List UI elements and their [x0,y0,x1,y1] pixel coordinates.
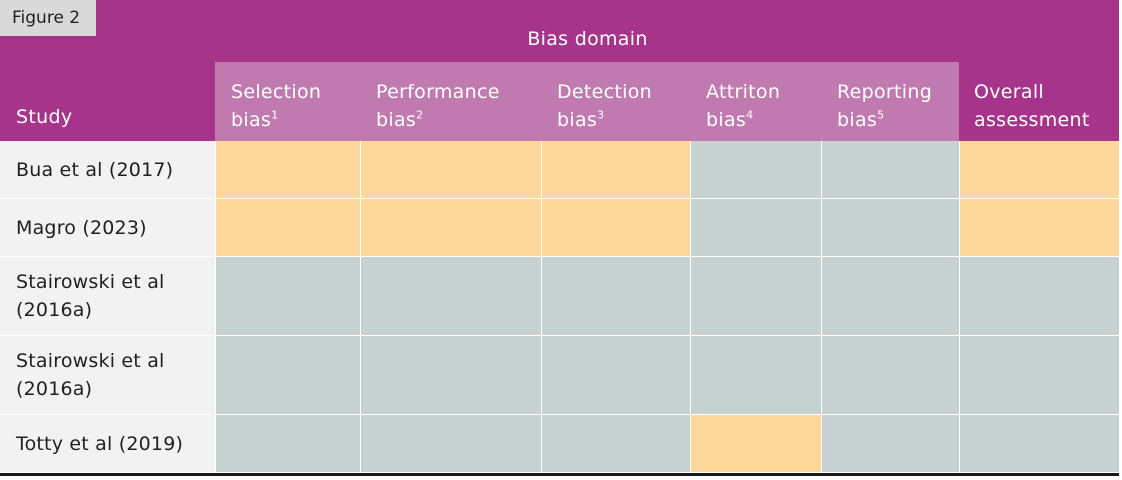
header-reporting-bias: Reporting bias5 [821,62,959,141]
rating-cell [360,257,541,336]
rating-cell [690,336,821,415]
rating-cell [690,141,821,199]
rating-cell [215,199,360,257]
table-row: Stairowski et al (2016a) [0,257,1119,336]
rating-cell [690,199,821,257]
table-row: Totty et al (2019) [0,415,1119,473]
rating-cell [541,336,690,415]
footnote-marker: 5 [877,108,885,122]
study-name: Stairowski et al (2016a) [0,257,215,336]
header-detection-bias-line2: bias [557,109,598,131]
rating-cell [360,415,541,473]
rating-cell [821,257,959,336]
study-column-heading: Study [16,106,73,128]
rating-cell [541,415,690,473]
overall-assessment-line1: Overall [974,81,1045,103]
rating-cell [821,141,959,199]
table-bottom-rule [0,473,1119,476]
header-selection-bias-line2: bias [231,109,272,131]
footnote-marker: 3 [597,108,605,122]
study-name-line1: Stairowski et al [16,350,165,372]
bias-domain-subheader [215,62,959,141]
study-name: Totty et al (2019) [0,415,215,473]
rating-cell [360,336,541,415]
figure-label: Figure 2 [0,0,96,36]
header-reporting-bias-line1: Reporting [837,81,933,103]
study-name: Stairowski et al (2016a) [0,336,215,415]
rating-cell [215,415,360,473]
rating-cell [821,336,959,415]
study-name: Bua et al (2017) [0,141,215,199]
header-attrition-bias: Attriton bias4 [690,62,821,141]
bias-domain-heading: Bias domain [527,28,648,50]
header-performance-bias-line1: Performance [376,81,500,103]
overall-assessment-heading: Overall assessment [974,78,1090,134]
study-name-line1: Magro (2023) [16,216,147,239]
rating-cell [959,336,1119,415]
rating-cell [541,257,690,336]
footnote-marker: 1 [271,108,279,122]
header-attrition-bias-line2: bias [706,109,747,131]
header-selection-bias-line1: Selection [231,81,322,103]
rating-cell [215,141,360,199]
study-name: Magro (2023) [0,199,215,257]
study-name-line1: Stairowski et al [16,271,165,293]
rating-cell [360,141,541,199]
header-attrition-bias-line1: Attriton [706,81,781,103]
rating-cell [215,336,360,415]
header-selection-bias: Selection bias1 [215,62,360,141]
rating-cell [959,199,1119,257]
header-detection-bias-line1: Detection [557,81,653,103]
rating-cell [360,199,541,257]
study-name-line2: (2016a) [16,378,93,400]
study-name-line1: Bua et al (2017) [16,158,174,181]
rating-cell [541,199,690,257]
rating-cell [690,415,821,473]
study-name-line1: Totty et al (2019) [16,432,184,455]
table-row: Bua et al (2017) [0,141,1119,199]
header-performance-bias-line2: bias [376,109,417,131]
rating-cell [690,257,821,336]
footnote-marker: 4 [746,108,754,122]
rating-cell [821,415,959,473]
rating-cell [821,199,959,257]
footnote-marker: 2 [416,108,424,122]
rating-cell [215,257,360,336]
rating-cell [959,257,1119,336]
overall-assessment-line2: assessment [974,109,1090,131]
header-performance-bias: Performance bias2 [360,62,541,141]
table-row: Stairowski et al (2016a) [0,336,1119,415]
header-reporting-bias-line2: bias [837,109,878,131]
rating-cell [959,141,1119,199]
header-detection-bias: Detection bias3 [541,62,690,141]
study-name-line2: (2016a) [16,299,93,321]
rating-cell [541,141,690,199]
table-row: Magro (2023) [0,199,1119,257]
rating-cell [959,415,1119,473]
